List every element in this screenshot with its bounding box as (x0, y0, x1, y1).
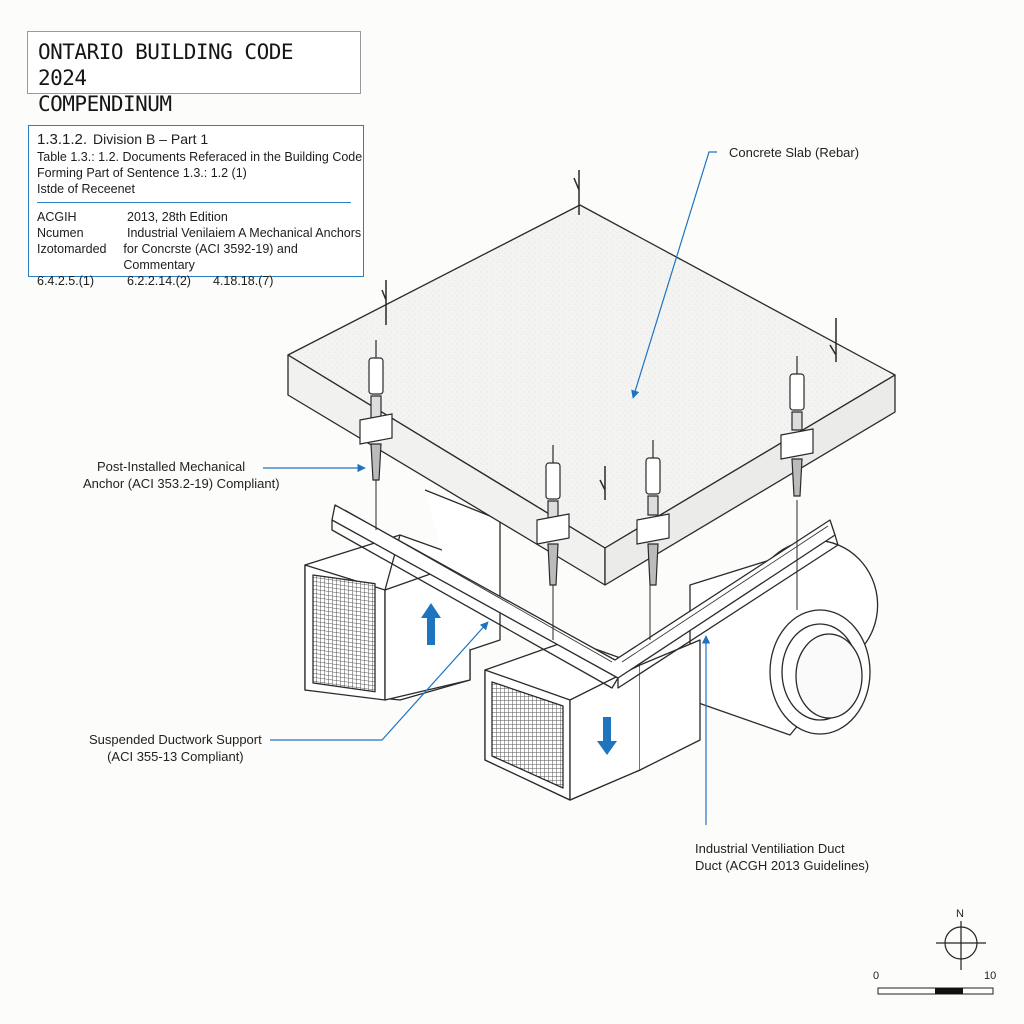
duct-callout: Industrial Ventiliation Duct Duct (ACGH … (695, 840, 869, 874)
scale-start-label: 0 (873, 970, 879, 982)
table-cell: Ncumen (37, 226, 84, 240)
airflow-down-arrow (597, 717, 617, 755)
table-heading: 1.3.1.2. Division B – Part 1 (37, 130, 363, 149)
duct-callout-line-2: Duct (ACGH 2013 Guidelines) (695, 858, 870, 873)
title-line-1: ONTARIO BUILDING CODE 2024 (38, 40, 294, 90)
table-caption-3: Istde of Receenet (37, 182, 135, 196)
mechanical-anchor (636, 440, 670, 586)
airflow-up-arrow (421, 603, 441, 645)
table-row: Ncumen Industrial Venilaiem A Mechanical… (37, 225, 363, 241)
table-caption-1: Table 1.3.: 1.2. Documents Referaced in … (37, 150, 363, 164)
table-caption-2: Forming Part of Sentence 1.3.: 1.2 (1) (37, 166, 247, 180)
table-row: ACGIH 2013, 28th Edition (37, 209, 363, 225)
table-row: Izotomarded for Concrste (ACI 3592-19) a… (37, 241, 363, 273)
scale-bar (877, 987, 994, 995)
table-cell: 2013, 28th Edition (127, 210, 228, 224)
anchor-callout-line-1: Post-Installed Mechanical (97, 459, 246, 474)
duct-callout-line-1: Industrial Ventiliation Duct (695, 841, 845, 856)
mechanical-anchor (359, 340, 393, 481)
table-divider (37, 202, 351, 203)
support-callout-line-1: Suspended Ductwork Support (89, 732, 262, 747)
anchor-callout: Post-Installed Mechanical Anchor (ACI 35… (83, 458, 280, 492)
compass-north-label: N (956, 908, 964, 920)
table-cell: 6.4.2.5.(1) (37, 274, 94, 288)
anchor-callout-line-2: Anchor (ACI 353.2-19) Compliant) (83, 476, 280, 491)
table-cell: Industrial Venilaiem A Mechanical Anchor… (127, 226, 362, 240)
mechanical-anchor (536, 445, 570, 586)
support-callout: Suspended Ductwork Support (ACI 355-13 C… (89, 731, 262, 765)
reference-table: 1.3.1.2. Division B – Part 1 Table 1.3.: … (28, 125, 364, 288)
north-compass (936, 921, 986, 970)
support-callout-line-2: (ACI 355-13 Compliant) (107, 749, 244, 764)
section-title: Division B – Part 1 (93, 131, 209, 147)
table-cell: Izotomarded (37, 242, 107, 256)
title-block: ONTARIO BUILDING CODE 2024 COMPENDINUM (27, 31, 361, 116)
table-cell: 4.18.18.(7) (213, 274, 274, 288)
slab-callout: Concrete Slab (Rebar) (729, 145, 860, 160)
rebar-stubs (381, 170, 837, 500)
steel-channel-support (331, 504, 839, 689)
table-cell: 6.2.2.14.(2) (127, 274, 191, 288)
table-cell: for Concrste (ACI 3592-19) and Commentar… (123, 242, 298, 272)
support-leader (270, 621, 489, 741)
concrete-slab (287, 204, 896, 586)
mechanical-anchor (780, 356, 814, 497)
scale-end-label: 10 (984, 970, 996, 982)
table-cell: ACGIH (37, 210, 77, 224)
section-number: 1.3.1.2. (37, 131, 88, 148)
title-line-2: COMPENDINUM (38, 92, 172, 116)
table-row: 6.4.2.5.(1) 6.2.2.14.(2) 4.18.18.(7) (37, 273, 363, 289)
slab-leader (631, 151, 717, 399)
